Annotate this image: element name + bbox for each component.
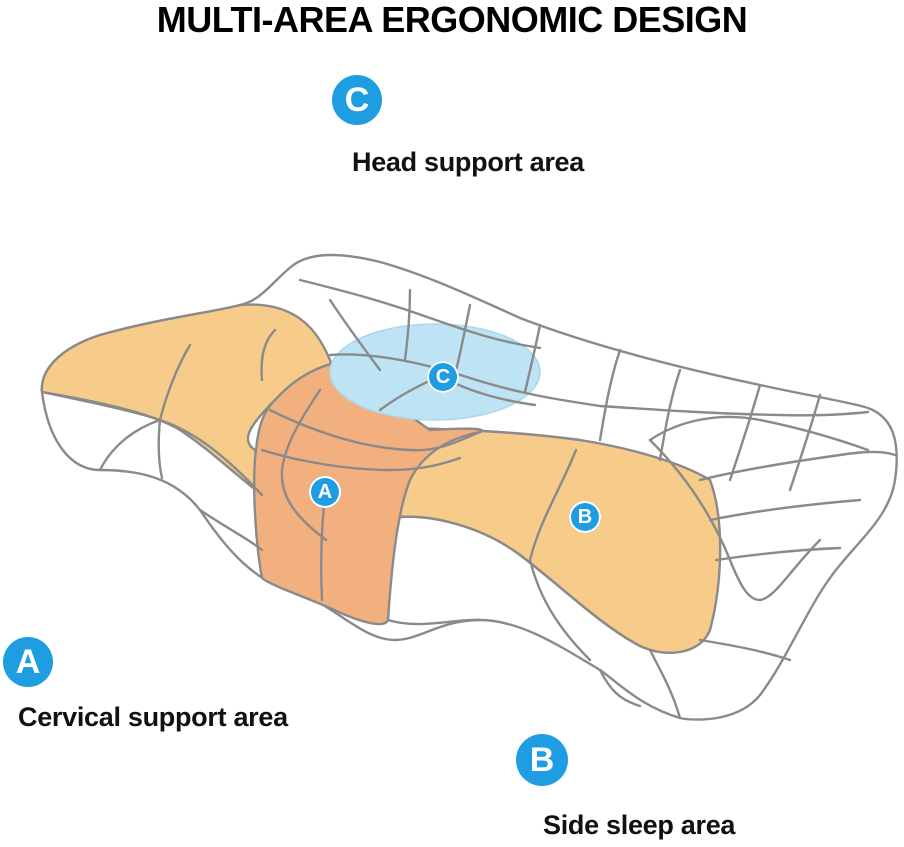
- badge-b-marker-letter: B: [577, 505, 593, 528]
- badge-b-marker: B: [569, 501, 601, 533]
- badge-a-marker-letter: A: [317, 480, 333, 503]
- head-support-label: Head support area: [352, 147, 584, 177]
- badge-a-legend: A: [3, 637, 53, 687]
- side-sleep-label: Side sleep area: [543, 810, 736, 840]
- badge-c-letter: C: [344, 80, 370, 119]
- diagram-title: MULTI-AREA ERGONOMIC DESIGN: [156, 0, 748, 40]
- badge-c-marker: C: [427, 361, 459, 393]
- badge-c-marker-letter: C: [435, 365, 451, 388]
- badge-a-letter: A: [15, 642, 41, 681]
- badge-c-legend: C: [332, 75, 382, 125]
- badge-b-legend: B: [516, 734, 568, 786]
- badge-b-letter: B: [529, 740, 555, 779]
- cervical-support-label: Cervical support area: [18, 702, 288, 732]
- badge-a-marker: A: [309, 476, 341, 508]
